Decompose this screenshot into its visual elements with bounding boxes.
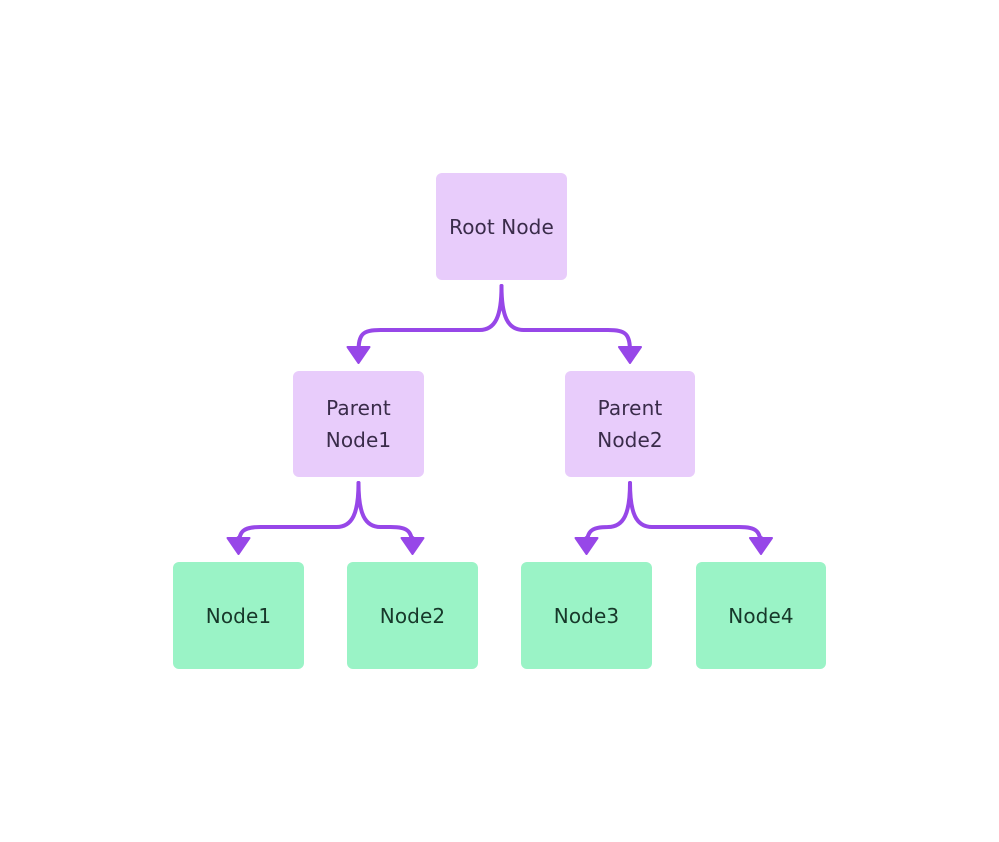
arrowhead-parent1-icon (346, 346, 371, 364)
parent-node-1-label-line-2: Node1 (325, 428, 392, 452)
leaf-node-2-label: Node2 (379, 603, 446, 628)
arrowhead-leaf1-icon (226, 537, 251, 555)
parent-node-2-label: Parent Node2 (597, 392, 662, 456)
leaf-node-1-label: Node1 (205, 603, 272, 628)
leaf-node-3-label: Node3 (553, 603, 620, 628)
edges (226, 284, 773, 555)
edge-root-to-parent2 (499, 284, 632, 354)
leaf-node-1[interactable]: Node1 (173, 562, 304, 669)
root-node[interactable]: Root Node (436, 173, 567, 280)
arrowhead-parent2-icon (618, 346, 642, 364)
leaf-node-4[interactable]: Node4 (696, 562, 826, 669)
parent-node-1-label: Parent Node1 (326, 392, 391, 456)
parent-node-1[interactable]: Parent Node1 (293, 371, 424, 477)
edge-parent2-to-leaf4 (628, 481, 763, 551)
arrowhead-leaf2-icon (400, 537, 425, 555)
arrowhead-leaf3-icon (574, 537, 599, 555)
edge-parent1-to-leaf1 (236, 481, 361, 551)
parent-node-2[interactable]: Parent Node2 (565, 371, 695, 477)
arrowhead-leaf4-icon (749, 537, 773, 555)
parent-node-2-label-line-1: Parent (597, 396, 663, 420)
leaf-node-4-label: Node4 (728, 603, 794, 628)
edge-root-to-parent1 (356, 284, 504, 354)
leaf-node-2[interactable]: Node2 (347, 562, 478, 669)
parent-node-2-label-line-2: Node2 (597, 428, 663, 452)
root-node-label: Root Node (449, 214, 554, 239)
parent-node-1-label-line-1: Parent (326, 396, 391, 420)
leaf-node-3[interactable]: Node3 (521, 562, 652, 669)
